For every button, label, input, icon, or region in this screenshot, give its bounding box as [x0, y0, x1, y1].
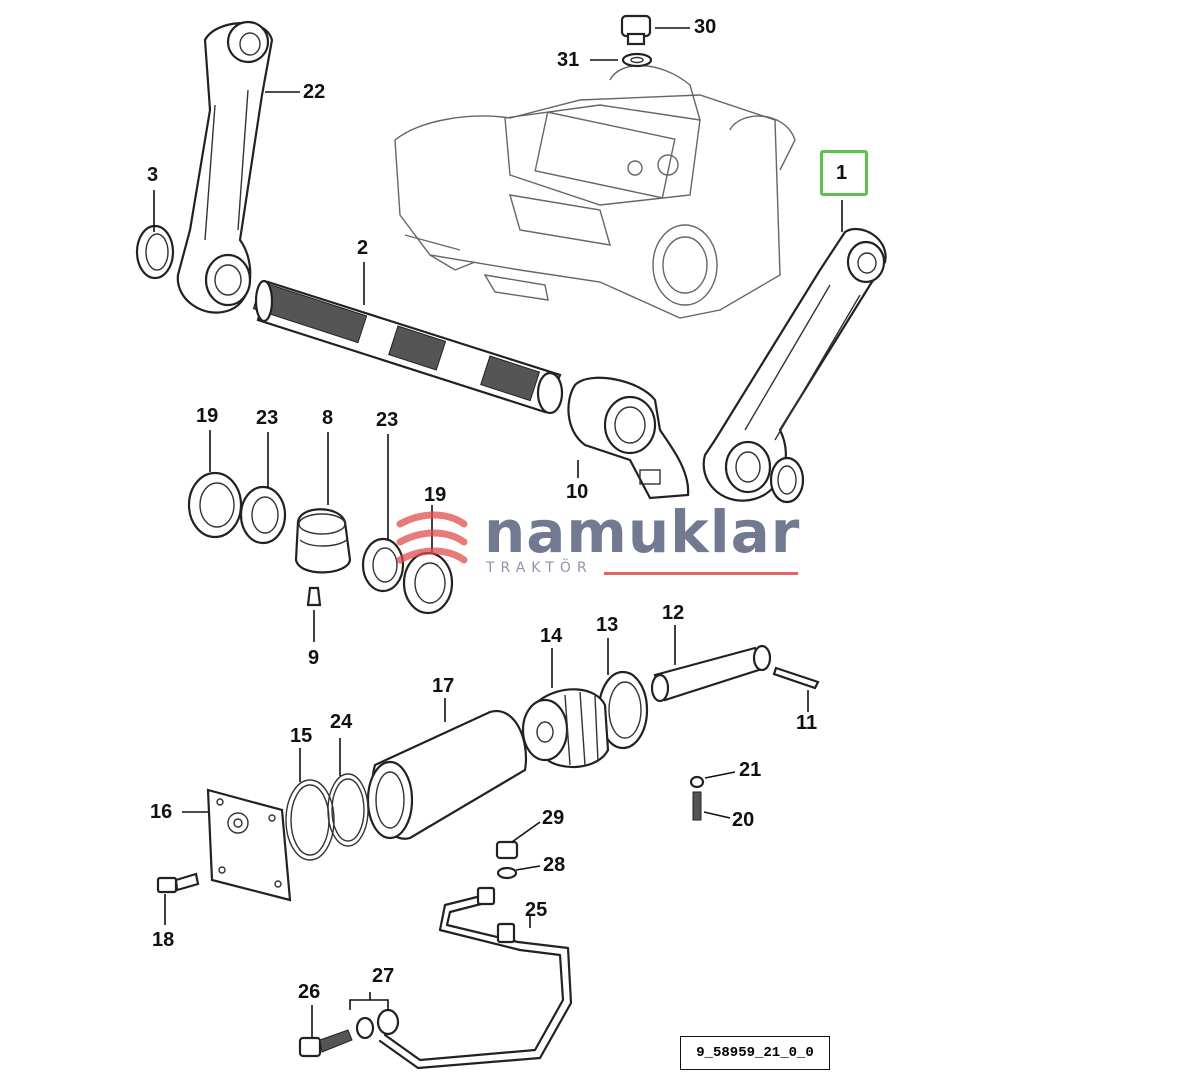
callout-8: 8: [322, 407, 334, 429]
part-23-bearing-right: [361, 537, 405, 593]
part-26-banjo-bolt: [298, 1029, 353, 1058]
part-12-piston-rod: [650, 644, 772, 703]
part-21-washer: [689, 775, 705, 789]
watermark-logo-icon: [396, 511, 468, 564]
callout-9: 9: [308, 647, 320, 669]
watermark-name: namuklar: [484, 498, 801, 566]
part-17-cylinder: [366, 710, 528, 840]
part-25-pipe: [378, 886, 573, 1070]
part-30-plug: [620, 14, 652, 46]
callout-16: 16: [150, 801, 173, 823]
watermark: namuklar TRAKTÖR: [392, 498, 812, 588]
part-31-washer: [621, 52, 653, 68]
part-20-screw: [692, 791, 702, 821]
part-16-cover-plate: [206, 788, 292, 902]
callout-18: 18: [152, 929, 175, 951]
callout-25: 25: [525, 899, 548, 921]
callout-31: 31: [557, 49, 580, 71]
callout-3: 3: [147, 164, 159, 186]
callout-10: 10: [566, 481, 589, 503]
part-13-ring: [597, 670, 649, 750]
part-22-left-lift-arm: [176, 20, 274, 314]
part-9-nipple: [306, 586, 322, 607]
callout-19-left: 19: [196, 405, 219, 427]
part-11-pin: [772, 666, 820, 690]
watermark-subtitle: TRAKTÖR: [486, 560, 593, 576]
callout-14: 14: [540, 625, 563, 647]
callout-11: 11: [796, 712, 818, 734]
highlight-box: [820, 150, 868, 196]
part-15-o-ring: [285, 779, 335, 861]
callout-13: 13: [596, 614, 619, 636]
callout-30: 30: [694, 16, 717, 38]
callout-28: 28: [543, 854, 566, 876]
part-18-bolt: [156, 872, 200, 894]
part-2-cross-shaft: [252, 279, 564, 415]
callout-23-left: 23: [256, 407, 279, 429]
lift-housing: [394, 64, 796, 319]
part-28-washer: [496, 866, 518, 880]
watermark-underline: [604, 572, 798, 575]
callout-1: 1: [836, 162, 848, 184]
callout-29: 29: [542, 807, 565, 829]
part-10-lever: [567, 376, 690, 500]
part-23-bearing-left: [239, 485, 287, 545]
callout-21: 21: [739, 759, 762, 781]
callout-23-right: 23: [376, 409, 399, 431]
callout-27: 27: [372, 965, 395, 987]
callout-20: 20: [732, 809, 755, 831]
callout-17: 17: [432, 675, 455, 697]
callout-24: 24: [330, 711, 353, 733]
part-19-washer-left: [187, 471, 243, 539]
callout-12: 12: [662, 602, 685, 624]
callout-22: 22: [303, 81, 326, 103]
callout-26: 26: [298, 981, 321, 1003]
callout-15: 15: [290, 725, 313, 747]
callout-2: 2: [357, 237, 369, 259]
drawing-reference: 9_58959_21_0_0: [680, 1036, 830, 1070]
part-8-bushing: [294, 508, 352, 574]
part-27-washers: [349, 992, 400, 1040]
part-3-seal-ring: [135, 224, 175, 280]
part-29-plug: [495, 840, 519, 860]
part-seal-ring-right: [769, 456, 805, 504]
callout-19-right: 19: [424, 484, 447, 506]
part-14-piston: [521, 688, 610, 769]
